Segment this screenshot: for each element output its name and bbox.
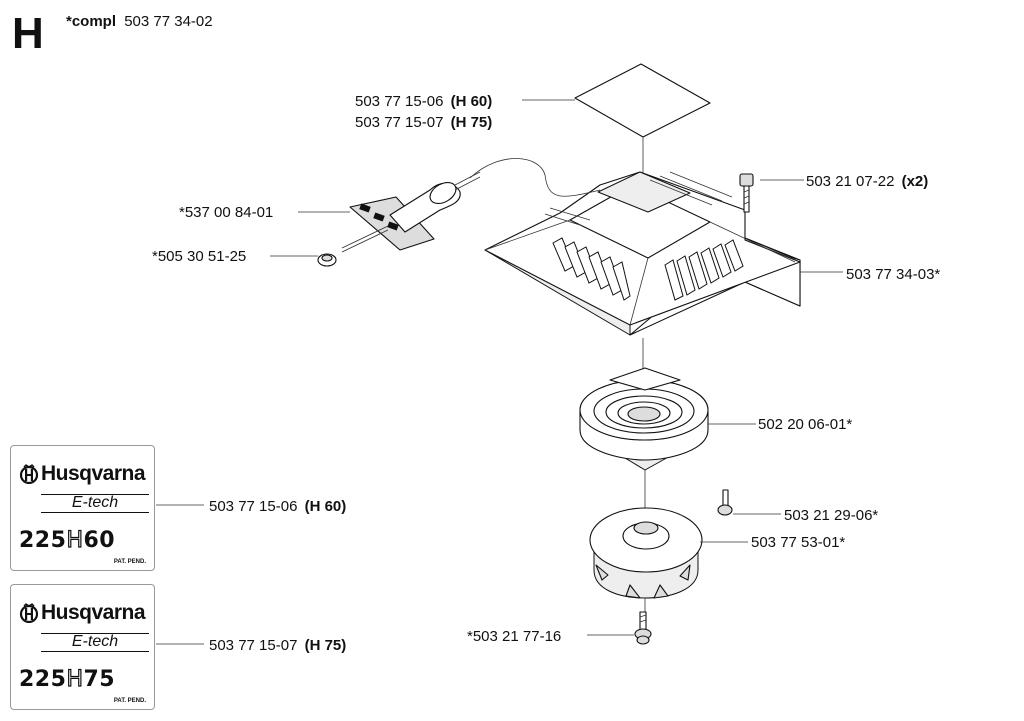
bottom-screw-callout: *503 21 77-16 — [467, 628, 561, 645]
middle-screw-callout: 503 21 29-06* — [784, 507, 878, 524]
cover-top-ribs — [544, 171, 733, 227]
decal-series: E-tech — [41, 494, 149, 513]
top-screw-suffix: (x2) — [902, 173, 929, 190]
decal-2-number: 503 77 15-07 — [209, 637, 297, 654]
label-sheet-1-suffix: (H 60) — [451, 93, 493, 110]
compl-number: 503 77 34-02 — [124, 13, 212, 30]
bottom-screw — [634, 611, 652, 645]
middle-screw — [717, 489, 733, 516]
decal-model: 225H60 — [19, 527, 116, 553]
decal-brand-text: Husqvarna — [41, 462, 146, 485]
pulley — [589, 507, 703, 599]
decal-brand: Husqvarna — [19, 462, 146, 486]
decal-2-suffix: (H 75) — [305, 637, 347, 654]
decal-model-letter: H — [66, 527, 84, 553]
decal-model-letter: H — [66, 666, 84, 692]
decal-model-suffix: 60 — [83, 528, 116, 553]
label-sheet-1-number: 503 77 15-06 — [355, 93, 443, 110]
nipple-callout: *505 30 51-25 — [152, 248, 246, 265]
decal-patent: PAT. PEND. — [113, 698, 146, 704]
label-sheet — [574, 63, 711, 138]
handle-callout: *537 00 84-01 — [179, 204, 273, 221]
decal-series: E-tech — [41, 633, 149, 652]
decal-model-prefix: 225 — [19, 667, 67, 692]
starter-cover — [484, 171, 801, 336]
label-sheet-2-callout: 503 77 15-07 (H 75) — [355, 114, 492, 131]
decal-2-callout: 503 77 15-07 (H 75) — [209, 637, 346, 654]
decal-h75: Husqvarna E-tech 225H75 PAT. PEND. — [10, 584, 155, 710]
decal-model-prefix: 225 — [19, 528, 67, 553]
starter-rope — [469, 158, 601, 197]
top-screw — [739, 173, 754, 213]
rope-nipple — [317, 253, 337, 267]
decal-patent: PAT. PEND. — [113, 559, 146, 565]
section-letter: H — [12, 9, 44, 58]
recoil-spring — [579, 367, 709, 471]
husqvarna-logo-icon — [19, 603, 39, 623]
decal-1-callout: 503 77 15-06 (H 60) — [209, 498, 346, 515]
label-sheet-1-callout: 503 77 15-06 (H 60) — [355, 93, 492, 110]
starter-handle — [341, 171, 481, 253]
cover-callout: 503 77 34-03* — [846, 266, 940, 283]
cover-slots-left — [552, 237, 631, 301]
husqvarna-logo-icon — [19, 464, 39, 484]
pulley-callout: 503 77 53-01* — [751, 534, 845, 551]
decal-brand: Husqvarna — [19, 601, 146, 625]
decal-h60: Husqvarna E-tech 225H60 PAT. PEND. — [10, 445, 155, 571]
label-sheet-2-suffix: (H 75) — [451, 114, 493, 131]
spring-callout: 502 20 06-01* — [758, 416, 852, 433]
decal-brand-text: Husqvarna — [41, 601, 146, 624]
top-screw-number: 503 21 07-22 — [806, 173, 894, 190]
decal-model-suffix: 75 — [83, 667, 116, 692]
decal-1-suffix: (H 60) — [305, 498, 347, 515]
cover-slots-right — [664, 239, 744, 301]
compl-prefix: *compl — [66, 13, 116, 30]
top-screw-callout: 503 21 07-22 (x2) — [806, 173, 928, 190]
decal-model: 225H75 — [19, 666, 116, 692]
decal-1-number: 503 77 15-06 — [209, 498, 297, 515]
compl-label: *compl 503 77 34-02 — [66, 13, 213, 30]
label-sheet-2-number: 503 77 15-07 — [355, 114, 443, 131]
